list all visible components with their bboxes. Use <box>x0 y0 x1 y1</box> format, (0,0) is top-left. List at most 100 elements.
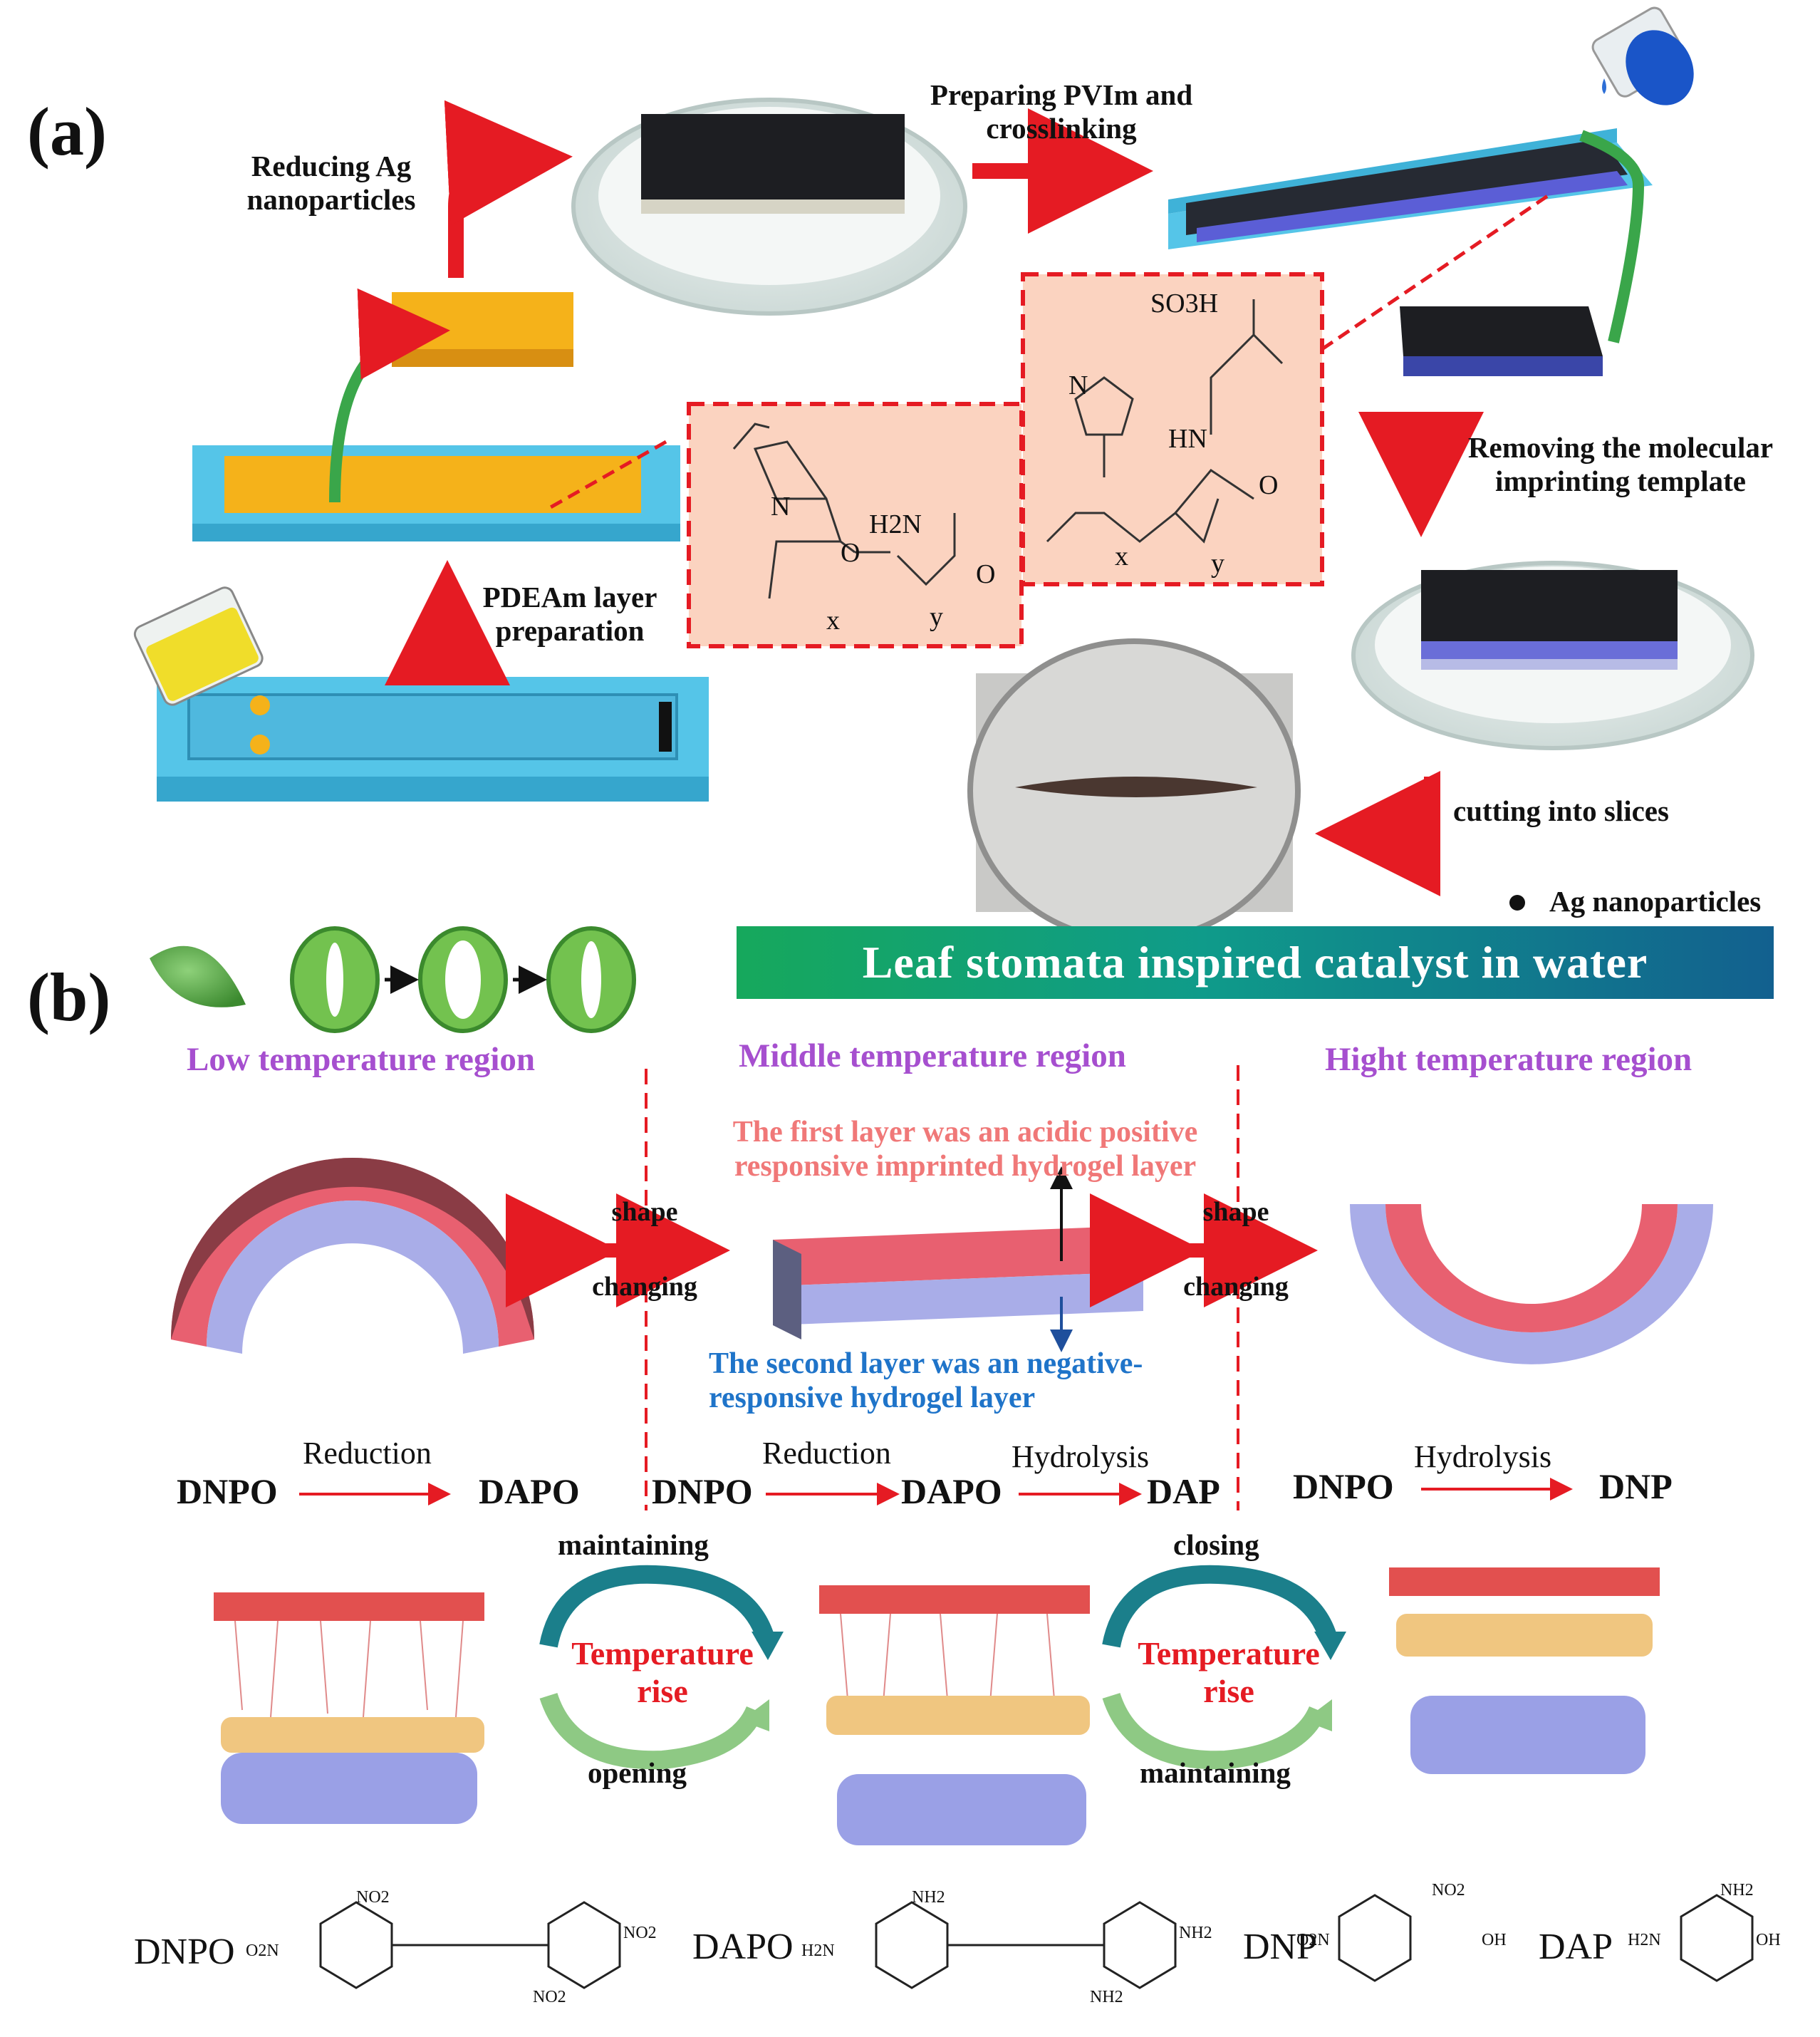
dash-link-right <box>1321 190 1554 351</box>
chem-label-o-right: O <box>1259 470 1279 500</box>
rx-mid-reactant: DNPO <box>652 1471 753 1511</box>
rx-low-reactant: DNPO <box>177 1471 278 1511</box>
temp-rise-right: Temperature rise <box>1122 1635 1336 1711</box>
first-layer-line2: responsive imprinted hydrogel layer <box>734 1150 1197 1183</box>
rx-mid-label2: Hydrolysis <box>1012 1439 1150 1474</box>
shape-label-left-bottom: changing <box>592 1272 697 1302</box>
step-pvim-line2: crosslinking <box>986 112 1137 145</box>
rx-high-product: DNP <box>1599 1466 1673 1506</box>
dnpo-group-1: NO2 <box>356 1888 390 1907</box>
cycle-left <box>539 1565 784 1770</box>
dnp-group-1: NO2 <box>1432 1881 1465 1899</box>
dnpo-group-2: O2N <box>246 1942 279 1960</box>
dnpo-group-3: NO2 <box>623 1924 657 1942</box>
monomer-box-right <box>1021 272 1324 586</box>
region-middle: Middle temperature region <box>739 1037 1126 1074</box>
tilted-mold <box>1168 128 1653 249</box>
second-layer-line2: responsive hydrogel layer <box>709 1382 1036 1415</box>
temp-right-word: Temperature <box>1138 1635 1320 1671</box>
temp-rise-left: Temperature rise <box>556 1635 769 1711</box>
petri-dish-top <box>571 98 967 316</box>
arrows-panel-a <box>385 100 1484 896</box>
network-middle <box>819 1585 1090 1845</box>
step-remove-line2: imprinting template <box>1495 465 1746 498</box>
step-remove-line1: Removing the molecular <box>1467 431 1774 464</box>
rx-low-label: Reduction <box>303 1436 432 1471</box>
dapo-group-4: NH2 <box>1090 1988 1123 2006</box>
chem-label-y-right: y <box>1211 549 1224 579</box>
chem-label-y-left: y <box>930 602 943 632</box>
rx-low-product: DAPO <box>479 1471 580 1511</box>
dnp-group-3: OH <box>1482 1931 1507 1949</box>
banner-text: Leaf stomata inspired catalyst in water <box>862 937 1648 988</box>
rise-left-word: rise <box>637 1672 688 1709</box>
rx-mid-product: DAP <box>1147 1471 1220 1511</box>
temp-left-word: Temperature <box>571 1635 754 1671</box>
chem-label-x-right: x <box>1115 541 1128 571</box>
bilayer-arch-up <box>171 1158 534 1354</box>
step-reducing-line2: nanoparticles <box>246 183 416 217</box>
chem-label-h2n: H2N <box>869 509 922 539</box>
bilayer-arch-down <box>1350 1204 1713 1364</box>
beaker-yellow <box>133 586 270 755</box>
beaker-blue <box>1591 6 1694 105</box>
dapo-group-2: H2N <box>801 1942 835 1960</box>
panel-label-b: (b) <box>27 959 111 1035</box>
step-pdeam: PDEAm layer preparation <box>456 581 684 648</box>
step-reducing: Reducing Ag nanoparticles <box>214 150 449 217</box>
dap-group-3: OH <box>1756 1931 1781 1949</box>
first-layer-line1: The first layer was an acidic positive <box>732 1116 1198 1149</box>
rx-mid-intermediate: DAPO <box>901 1471 1002 1511</box>
dapo-group-3: NH2 <box>1179 1924 1212 1942</box>
second-layer-line1: The second layer was an negative- <box>709 1347 1143 1380</box>
cycle-right <box>1102 1565 1346 1770</box>
chem-rings <box>319 1894 1754 1989</box>
label-maintaining-top: maintaining <box>558 1528 709 1561</box>
mold-yellow <box>192 445 680 541</box>
label-opening: opening <box>588 1756 687 1789</box>
rise-right-word: rise <box>1203 1672 1254 1709</box>
rx-mid-label1: Reduction <box>762 1436 891 1471</box>
second-layer-note: The second layer was an negative- respon… <box>709 1347 1143 1416</box>
step-pvim-line1: Preparing PVIm and <box>930 78 1193 111</box>
legend-ag: Ag nanoparticles <box>1549 885 1762 918</box>
chem-label-hn: HN <box>1168 424 1207 454</box>
dash-link-left <box>549 440 667 509</box>
dapo-group-1: NH2 <box>912 1888 945 1907</box>
first-layer-note: The first layer was an acidic positive r… <box>684 1115 1247 1184</box>
region-low: Low temperature region <box>187 1041 536 1078</box>
reaction-arrows <box>299 1478 1573 1505</box>
step-reducing-line1: Reducing Ag <box>251 150 412 182</box>
bilayer-flat <box>773 1166 1143 1352</box>
chem-label-o-left1: O <box>841 538 860 568</box>
struct-name-dnpo: DNPO <box>134 1932 235 1972</box>
stomata-sequence <box>290 926 636 1033</box>
step-cutting: cutting into slices <box>1453 794 1669 827</box>
shape-label-right-bottom: changing <box>1183 1272 1289 1302</box>
network-left <box>214 1592 484 1824</box>
shape-label-left-top: shape <box>611 1197 678 1227</box>
label-closing: closing <box>1173 1528 1259 1561</box>
struct-name-dnp: DNP <box>1243 1927 1318 1967</box>
chem-label-n-ring: N <box>1068 370 1088 400</box>
ag-dot-legend <box>1509 895 1525 911</box>
chem-label-n-left: N <box>771 492 791 522</box>
struct-name-dap: DAP <box>1539 1927 1613 1967</box>
step-remove: Removing the molecular imprinting templa… <box>1446 431 1795 498</box>
region-high: Hight temperature region <box>1325 1041 1692 1078</box>
network-right <box>1389 1567 1660 1774</box>
rx-high-reactant: DNPO <box>1293 1466 1394 1506</box>
dap-group-2: H2N <box>1628 1931 1661 1949</box>
leaf-icon <box>150 945 246 1007</box>
chem-label-o-left2: O <box>976 559 996 589</box>
petri-dish-right <box>1351 561 1754 750</box>
step-pvim: Preparing PVIm and crosslinking <box>905 78 1218 145</box>
dnpo-group-4: NO2 <box>533 1988 566 2006</box>
panel-label-a: (a) <box>27 93 107 170</box>
photo-sample <box>967 638 1301 943</box>
dnp-group-2: O2N <box>1296 1931 1330 1949</box>
green-arrows <box>329 130 1645 503</box>
shape-label-right-top: shape <box>1202 1197 1269 1227</box>
